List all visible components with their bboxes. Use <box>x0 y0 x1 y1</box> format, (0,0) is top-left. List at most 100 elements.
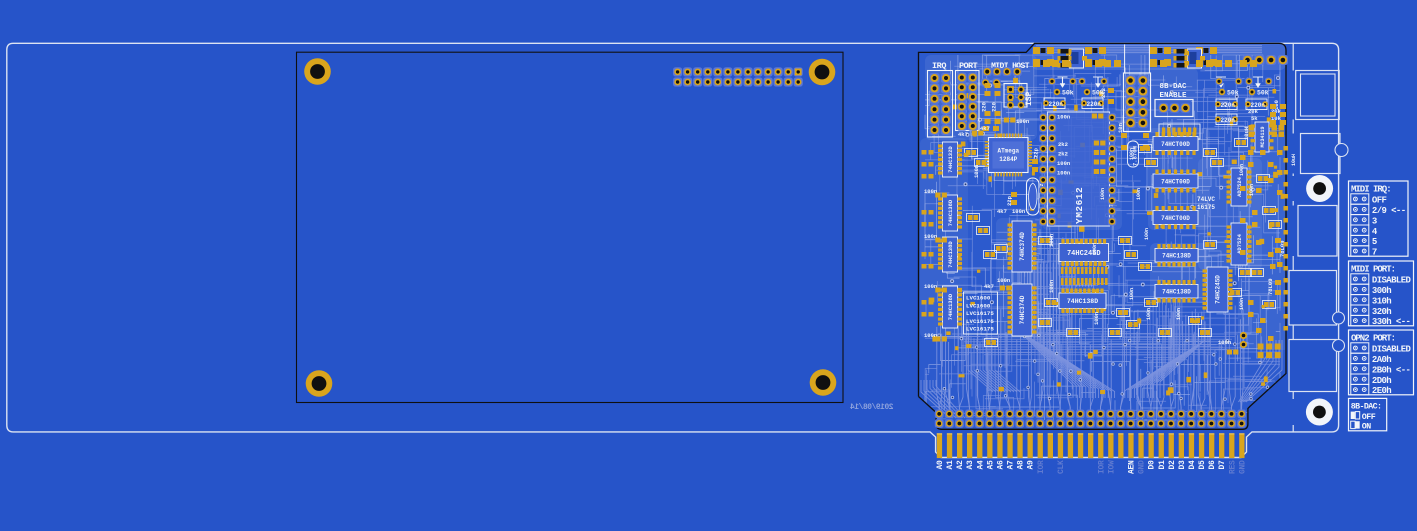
svg-text:ATmega: ATmega <box>997 148 1019 155</box>
svg-text:PORT: PORT <box>959 61 978 71</box>
svg-text:AEN: AEN <box>1128 460 1137 474</box>
svg-text:74HC138D: 74HC138D <box>947 199 954 226</box>
svg-text:3: 3 <box>1372 216 1377 226</box>
svg-text:DISABLED: DISABLED <box>1372 345 1412 355</box>
svg-text:MIDI HOST: MIDI HOST <box>991 62 1030 71</box>
svg-text:7: 7 <box>1372 248 1377 258</box>
svg-text:IOR: IOR <box>1097 460 1106 474</box>
svg-text:100n: 100n <box>1100 188 1106 200</box>
svg-text:100n: 100n <box>1012 208 1025 215</box>
svg-text:D4: D4 <box>1188 460 1197 470</box>
svg-text:100n: 100n <box>924 283 937 290</box>
svg-text:74LVC: 74LVC <box>1197 196 1215 203</box>
svg-text:8B-DAC: 8B-DAC <box>1159 83 1187 91</box>
svg-text:A9: A9 <box>1027 460 1036 470</box>
svg-text:MC34119: MC34119 <box>1260 126 1266 147</box>
svg-text:100n: 100n <box>1057 170 1070 177</box>
svg-text:GND: GND <box>1138 460 1147 474</box>
svg-text:100: 100 <box>1273 100 1280 110</box>
svg-text:100n: 100n <box>924 332 937 339</box>
svg-text:A5: A5 <box>986 460 995 470</box>
svg-text:220: 220 <box>991 102 998 112</box>
svg-text:74HC138D: 74HC138D <box>1162 253 1191 260</box>
svg-text:4k7: 4k7 <box>984 283 994 290</box>
svg-text:CLK: CLK <box>1057 460 1066 474</box>
svg-text:100n: 100n <box>1092 243 1098 255</box>
svg-text:220n: 220n <box>1221 102 1236 109</box>
svg-text:MIDI IRQ:: MIDI IRQ: <box>1351 184 1391 194</box>
svg-text:10n: 10n <box>1117 123 1124 133</box>
svg-text:74HC138D: 74HC138D <box>1067 298 1098 305</box>
svg-text:OFF: OFF <box>1362 413 1376 422</box>
svg-text:5: 5 <box>1372 237 1377 247</box>
svg-text:AD7524: AD7524 <box>1236 176 1243 197</box>
svg-text:100n: 100n <box>1129 288 1135 300</box>
svg-text:100n: 100n <box>1144 228 1150 240</box>
svg-text:LVC16175: LVC16175 <box>966 318 994 325</box>
svg-text:74HCT00D: 74HCT00D <box>1161 178 1190 185</box>
svg-text:50k: 50k <box>1227 90 1239 97</box>
svg-text:D2: D2 <box>1168 460 1177 470</box>
svg-text:16175: 16175 <box>1197 204 1215 211</box>
svg-text:2k2: 2k2 <box>1058 141 1068 148</box>
svg-text:220n: 220n <box>1251 102 1266 109</box>
svg-text:LVC16175: LVC16175 <box>966 326 994 333</box>
svg-text:LVC16175: LVC16175 <box>966 310 994 317</box>
svg-text:A0: A0 <box>936 460 945 470</box>
svg-text:D1: D1 <box>1158 460 1167 470</box>
svg-text:100n: 100n <box>1218 339 1231 346</box>
svg-text:74HC138D: 74HC138D <box>947 293 954 320</box>
svg-text:A6: A6 <box>997 460 1006 470</box>
svg-text:100n: 100n <box>1093 312 1100 325</box>
svg-text:100n: 100n <box>1057 160 1070 167</box>
svg-text:2/9 <--: 2/9 <-- <box>1372 206 1406 216</box>
svg-text:A7: A7 <box>1007 460 1016 470</box>
svg-text:A2: A2 <box>956 460 965 470</box>
svg-text:22p: 22p <box>1006 195 1013 206</box>
svg-text:2019/08/14: 2019/08/14 <box>850 403 894 412</box>
svg-text:50k: 50k <box>1092 90 1104 97</box>
svg-text:100n: 100n <box>924 188 937 195</box>
svg-text:2E0h: 2E0h <box>1372 386 1391 396</box>
svg-text:ISP: ISP <box>1025 91 1034 106</box>
svg-text:2k2: 2k2 <box>1058 151 1068 158</box>
svg-text:22p: 22p <box>1033 147 1040 158</box>
svg-text:100n: 100n <box>924 233 937 240</box>
svg-text:220n: 220n <box>1221 117 1236 124</box>
svg-text:100n: 100n <box>1016 118 1029 125</box>
svg-text:AD7524: AD7524 <box>1236 233 1243 254</box>
svg-text:100n: 100n <box>1239 298 1245 310</box>
svg-text:100n: 100n <box>1239 164 1245 176</box>
svg-text:8B-DAC:: 8B-DAC: <box>1351 402 1382 411</box>
svg-text:LVC1600: LVC1600 <box>966 295 991 302</box>
svg-text:320h: 320h <box>1372 307 1391 317</box>
svg-text:100n: 100n <box>1146 308 1152 320</box>
svg-text:YM2612: YM2612 <box>1074 187 1085 224</box>
svg-text:2k2: 2k2 <box>1100 88 1107 98</box>
svg-text:74HC374D: 74HC374D <box>1019 295 1026 324</box>
svg-text:2B0h <--: 2B0h <-- <box>1372 365 1410 375</box>
svg-text:1284P: 1284P <box>999 156 1017 163</box>
svg-text:4k7: 4k7 <box>958 131 968 138</box>
svg-text:A1: A1 <box>946 460 955 470</box>
svg-text:A4: A4 <box>976 460 985 470</box>
svg-text:330h <--: 330h <-- <box>1372 317 1410 327</box>
svg-text:D6: D6 <box>1208 460 1217 470</box>
svg-text:ENABLE: ENABLE <box>1159 92 1187 100</box>
svg-text:ON: ON <box>1362 423 1371 432</box>
svg-text:74HC245D: 74HC245D <box>1067 250 1101 258</box>
svg-text:4: 4 <box>1372 227 1378 237</box>
svg-text:RES: RES <box>1228 460 1237 474</box>
svg-text:100n: 100n <box>997 277 1010 284</box>
svg-text:100n: 100n <box>1176 308 1182 320</box>
svg-text:IOR: IOR <box>1037 460 1046 474</box>
svg-text:74HC374D: 74HC374D <box>1019 232 1026 261</box>
svg-text:GND: GND <box>1238 460 1247 474</box>
svg-text:100n: 100n <box>1129 148 1135 160</box>
svg-text:D0: D0 <box>1148 460 1157 470</box>
svg-text:78L09: 78L09 <box>1267 278 1274 295</box>
svg-text:10k: 10k <box>1271 115 1282 122</box>
svg-text:78L09: 78L09 <box>1279 240 1286 257</box>
svg-text:2D0h: 2D0h <box>1372 376 1391 386</box>
svg-text:310h: 310h <box>1372 296 1391 306</box>
